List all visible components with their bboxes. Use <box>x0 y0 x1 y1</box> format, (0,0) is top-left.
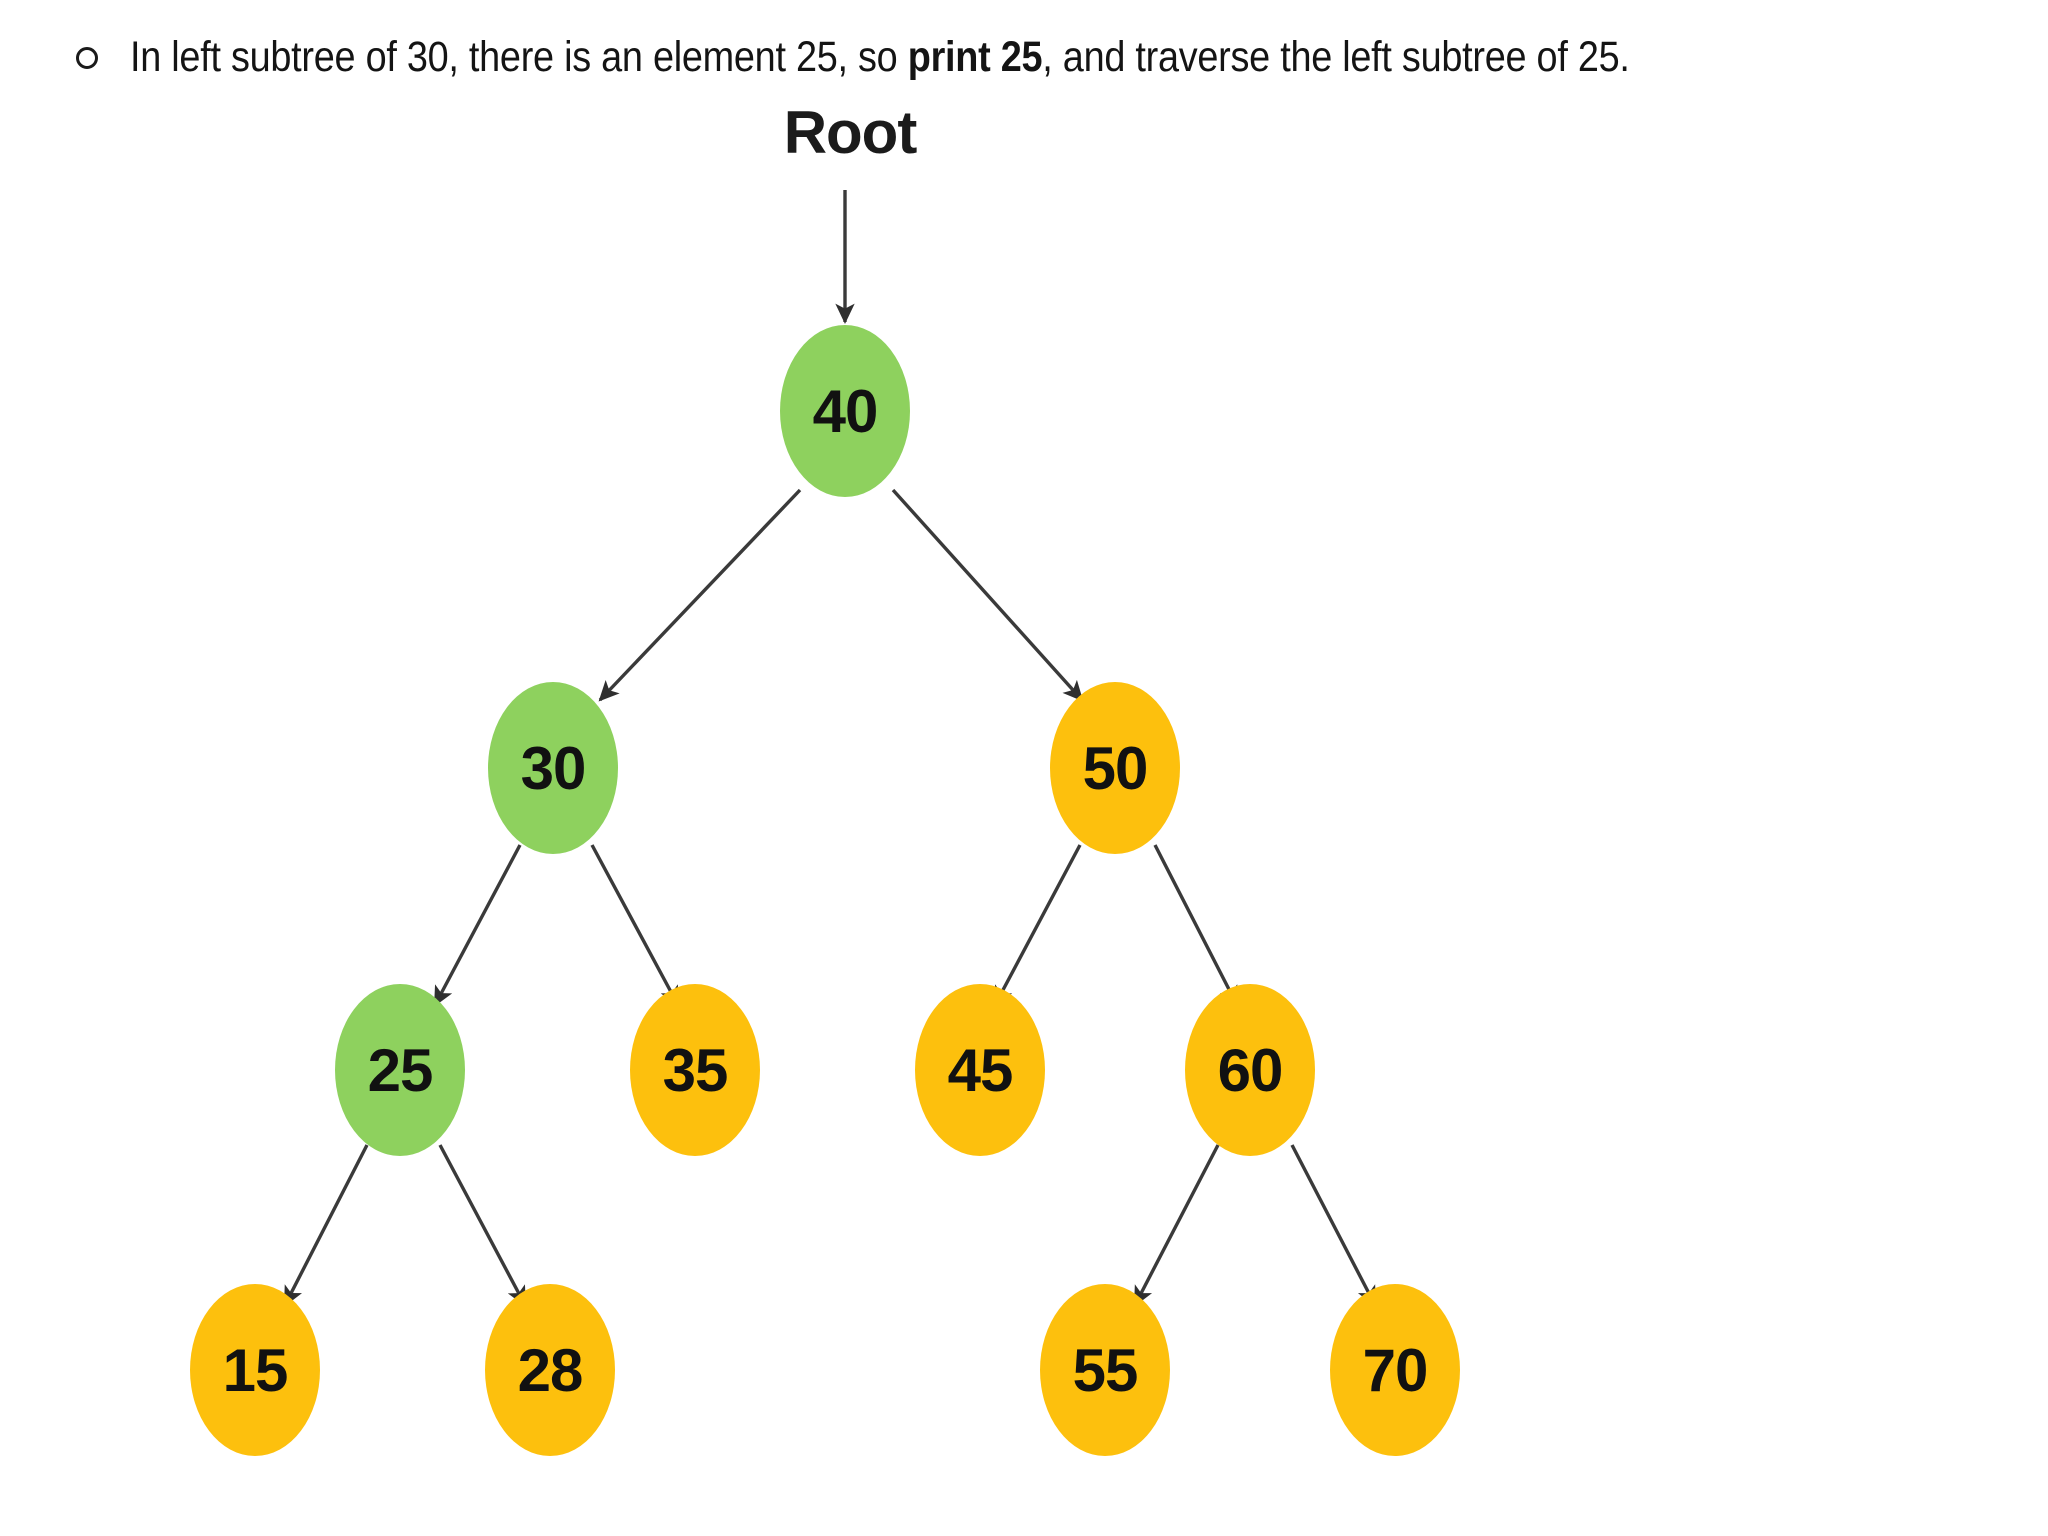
hollow-circle-bullet-icon <box>76 47 98 69</box>
tree-node-40[interactable]: 40 <box>780 325 910 497</box>
edge-25-28 <box>438 1144 527 1307</box>
tree-node-30[interactable]: 30 <box>488 682 618 854</box>
caption-prefix: In left subtree of 30, there is an eleme… <box>130 33 908 82</box>
edge-25-15 <box>283 1144 369 1307</box>
edge-30-25 <box>433 844 522 1007</box>
tree-node-70[interactable]: 70 <box>1330 1284 1460 1456</box>
edge-60-55 <box>1133 1144 1220 1307</box>
tree-node-50[interactable]: 50 <box>1050 682 1180 854</box>
caption-bullet-row: In left subtree of 30, there is an eleme… <box>0 28 2048 88</box>
tree-node-45[interactable]: 45 <box>915 984 1045 1156</box>
edge-30-35 <box>590 844 680 1007</box>
edge-50-45 <box>993 844 1082 1007</box>
tree-node-28[interactable]: 28 <box>485 1284 615 1456</box>
tree-node-35[interactable]: 35 <box>630 984 760 1156</box>
caption-suffix: , and traverse the left subtree of 25. <box>1042 33 1630 82</box>
tree-node-60[interactable]: 60 <box>1185 984 1315 1156</box>
caption-emphasis: print 25 <box>907 33 1043 82</box>
edge-60-70 <box>1290 1144 1377 1307</box>
tree-node-55[interactable]: 55 <box>1040 1284 1170 1456</box>
tree-node-25[interactable]: 25 <box>335 984 465 1156</box>
edge-40-50 <box>891 488 1084 702</box>
root-label: Root <box>783 99 918 166</box>
edge-50-60 <box>1153 844 1239 1007</box>
caption-text: In left subtree of 30, there is an eleme… <box>130 35 1630 80</box>
edge-40-30 <box>598 488 802 702</box>
tree-node-15[interactable]: 15 <box>190 1284 320 1456</box>
